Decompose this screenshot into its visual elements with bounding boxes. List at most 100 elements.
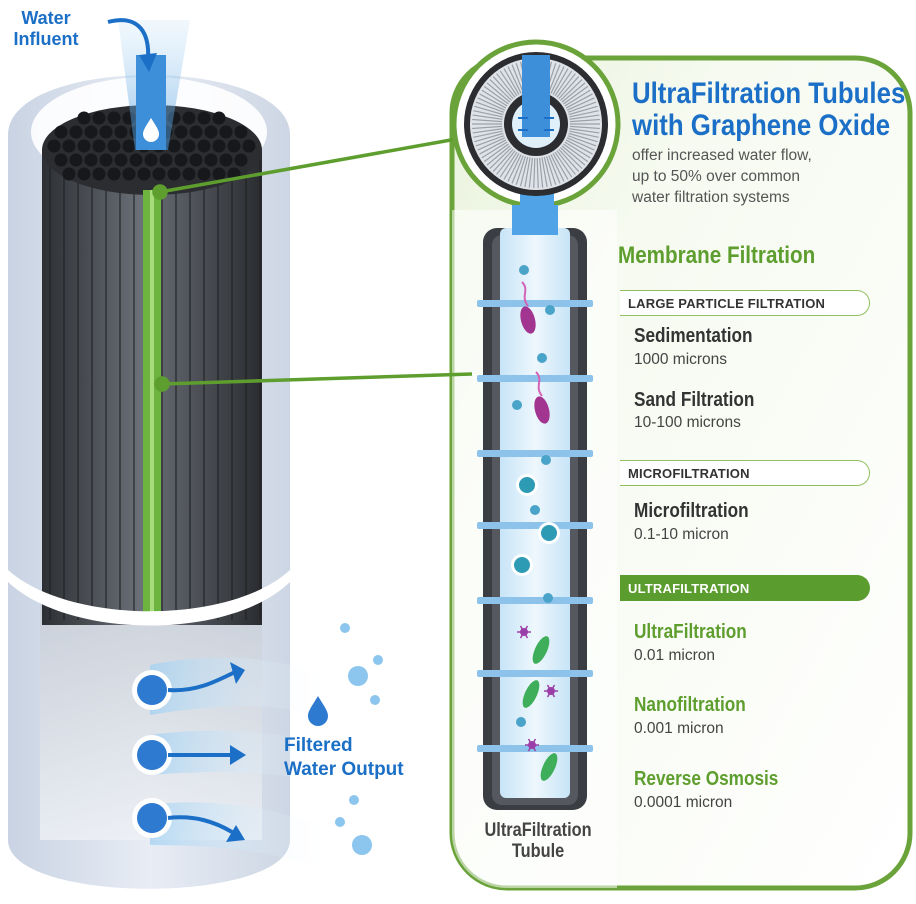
membrane-fibre [548,64,561,93]
membrane-fibre [475,101,505,113]
item-name: UltraFiltration [634,621,747,643]
membrane-fibre [558,148,580,172]
membrane-fibre [563,143,589,163]
membrane-fibre [474,132,504,143]
membrane-fibre [486,82,511,103]
membrane-fibre [473,110,503,118]
tubule-band [477,745,593,752]
membrane-fibre [473,130,503,138]
particle-icon [519,477,535,493]
rod-top [62,167,76,181]
membrane-fibre [472,128,503,134]
rod-top [107,139,121,153]
flow-arrow-icon [167,815,234,834]
membrane-fibre [499,70,518,97]
group-pill-large-particle: LARGE PARTICLE FILTRATION [620,290,870,316]
membrane-fibre [492,76,514,100]
group-label: ULTRAFILTRATION [628,581,750,596]
membrane-fibre [554,70,573,97]
membrane-fibre [567,135,597,147]
particle-icon [545,305,555,315]
membrane-fibre [503,68,520,95]
rod-top [122,167,136,181]
membrane-fibre [481,141,508,159]
particle-icon [541,455,551,465]
outlet-ports [132,662,246,842]
membrane-fibre [477,137,506,151]
membrane-fibre [489,147,512,169]
rod-top [92,167,106,181]
particle-icon [541,525,557,541]
membrane-fibre [569,125,600,130]
rod-top [204,153,218,167]
tubule-cross-section [451,39,621,300]
rod-top [197,111,211,125]
rod-top [77,139,91,153]
panel-title-line: with Graphene Oxide [632,109,891,142]
rod-top [54,153,68,167]
rod-top [69,125,83,139]
group-label: MICROFILTRATION [628,466,750,481]
particle-icon [543,593,553,603]
membrane-fibre [489,79,512,101]
membrane-fibre [552,153,569,180]
tubule-band [477,522,593,529]
rod-top [182,167,196,181]
membrane-fibre [564,141,591,159]
membrane-fibre [533,157,536,188]
flow-arrow-icon [107,18,151,61]
rod-top [152,167,166,181]
flow-arrow-icon [167,670,236,693]
bacteria-icon [522,680,540,708]
virus-icon [550,684,556,692]
membrane-fibre [538,157,544,188]
membrane-fibre [552,68,569,95]
water-influent-label: Water Influent [6,8,86,50]
rod-top [212,139,226,153]
membrane-fibre [507,66,522,94]
rod-top [69,153,83,167]
membrane-fibre [475,135,505,147]
particle-icon [537,353,547,363]
membrane-fibre [565,139,593,155]
membrane-fibre [483,85,509,105]
group-label: LARGE PARTICLE FILTRATION [628,296,826,311]
rod-top [107,167,121,181]
rod-top [114,125,128,139]
rod-top [197,139,211,153]
membrane-fibre [486,145,511,166]
particle-icon [512,400,522,410]
membrane-fibre [550,154,565,182]
rod-top [129,153,143,167]
membrane-fibre [558,76,580,100]
particle-icon [530,505,540,515]
rod-top [174,153,188,167]
membrane-fibre [479,139,507,155]
rod-top [212,111,226,125]
rod-top [212,167,226,181]
outlet-port [132,735,246,775]
item-size: 0.1-10 micron [634,526,729,543]
tubule-bundle [42,105,262,625]
rod-top [77,111,91,125]
water-drop-icon [143,118,159,142]
particle-icon [514,557,530,573]
water-influent-line: Water [21,8,71,28]
outlet-port [132,798,245,842]
membrane-fibre [536,157,539,188]
rod-top [77,167,91,181]
rod-top [144,153,158,167]
rod-top [92,139,106,153]
membrane-fibre [481,89,508,107]
rod-top [182,111,196,125]
membrane-fibre [496,150,516,175]
connector-lines [152,136,473,392]
item-name: Reverse Osmosis [634,768,779,790]
bacteria-icon [540,753,558,781]
membrane-fibre [564,89,591,107]
membrane-fibre [499,151,518,178]
membrane-fibre [560,147,583,169]
membrane-fibre [548,155,561,184]
membrane-fibre [569,110,599,118]
membrane-fibre [563,85,589,105]
